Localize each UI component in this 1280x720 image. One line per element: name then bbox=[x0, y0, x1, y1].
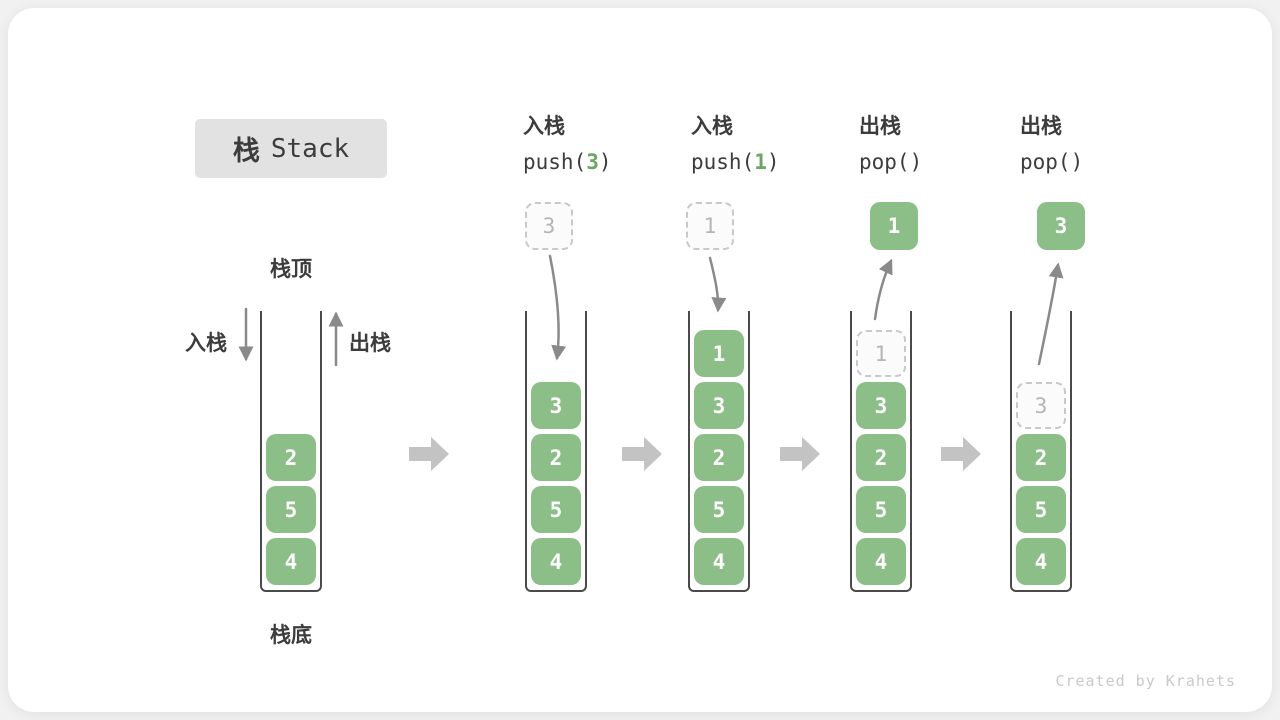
step-arrow-icon bbox=[780, 437, 820, 471]
pop-side-label: 出栈 bbox=[349, 332, 391, 355]
push-side-label: 入栈 bbox=[185, 332, 227, 355]
stack-well-3: 1 3 2 5 4 bbox=[688, 311, 750, 592]
pop-result-box-3: 3 bbox=[1037, 202, 1085, 250]
step-arrow-icon bbox=[941, 437, 981, 471]
stack-top-label: 栈顶 bbox=[270, 258, 312, 281]
stack-item-ghost: 3 bbox=[1016, 382, 1066, 429]
operation-code: pop() bbox=[1020, 150, 1083, 174]
push-source-box-3: 3 bbox=[525, 202, 573, 250]
code-fn: push( bbox=[691, 150, 755, 174]
stack-item: 2 bbox=[266, 434, 316, 481]
stack-item: 4 bbox=[856, 538, 906, 585]
stack-well-1: 2 5 4 bbox=[260, 311, 322, 592]
stack-item: 3 bbox=[856, 382, 906, 429]
stack-item: 3 bbox=[694, 382, 744, 429]
title-zh: 栈 bbox=[232, 136, 260, 166]
operation-code: pop() bbox=[859, 150, 922, 174]
operation-label: 出栈 bbox=[1020, 115, 1062, 138]
operation-header-pop-1: 出栈 pop() bbox=[859, 114, 922, 174]
diagram-title: 栈 Stack bbox=[195, 119, 387, 178]
operation-label: 出栈 bbox=[859, 115, 901, 138]
stack-item: 2 bbox=[1016, 434, 1066, 481]
step-arrow-icon bbox=[622, 437, 662, 471]
stack-item: 4 bbox=[694, 538, 744, 585]
code-close: ) bbox=[1070, 150, 1084, 174]
stack-bottom-label: 栈底 bbox=[270, 624, 312, 647]
stack-item: 1 bbox=[694, 330, 744, 377]
operation-code: push(1) bbox=[691, 150, 780, 174]
code-arg: 1 bbox=[754, 150, 767, 174]
arrows-layer bbox=[238, 254, 1064, 367]
code-arg: 3 bbox=[586, 150, 599, 174]
watermark: Created by Krahets bbox=[1055, 672, 1236, 690]
operation-header-pop-3: 出栈 pop() bbox=[1020, 114, 1083, 174]
stack-item: 5 bbox=[1016, 486, 1066, 533]
stack-well-5: 3 2 5 4 bbox=[1010, 311, 1072, 592]
code-close: ) bbox=[909, 150, 923, 174]
operation-label: 入栈 bbox=[523, 115, 565, 138]
stack-item: 5 bbox=[531, 486, 581, 533]
stack-item: 5 bbox=[856, 486, 906, 533]
title-en: Stack bbox=[270, 133, 350, 164]
stack-item-ghost: 1 bbox=[856, 330, 906, 377]
diagram-card: 栈 Stack 入栈 push(3) 入栈 push(1) 出栈 pop() 出… bbox=[8, 8, 1272, 712]
operation-label: 入栈 bbox=[691, 115, 733, 138]
pop-result-box-1: 1 bbox=[870, 202, 918, 250]
operation-header-push-1: 入栈 push(1) bbox=[691, 114, 780, 174]
stack-item: 2 bbox=[856, 434, 906, 481]
stack-item: 5 bbox=[266, 486, 316, 533]
stack-item: 4 bbox=[531, 538, 581, 585]
stack-well-2: 3 2 5 4 bbox=[525, 311, 587, 592]
stack-item: 3 bbox=[531, 382, 581, 429]
operation-header-push-3: 入栈 push(3) bbox=[523, 114, 612, 174]
stack-item: 2 bbox=[531, 434, 581, 481]
stack-item: 4 bbox=[1016, 538, 1066, 585]
stack-item: 2 bbox=[694, 434, 744, 481]
code-close: ) bbox=[598, 150, 612, 174]
step-arrow-icon bbox=[409, 437, 449, 471]
code-fn: pop( bbox=[859, 150, 910, 174]
stack-item: 5 bbox=[694, 486, 744, 533]
code-fn: push( bbox=[523, 150, 587, 174]
push-source-box-1: 1 bbox=[686, 202, 734, 250]
push-1-arrow-icon bbox=[708, 256, 727, 313]
code-close: ) bbox=[766, 150, 780, 174]
operation-code: push(3) bbox=[523, 150, 612, 174]
stack-item: 4 bbox=[266, 538, 316, 585]
code-fn: pop( bbox=[1020, 150, 1071, 174]
stack-well-4: 1 3 2 5 4 bbox=[850, 311, 912, 592]
